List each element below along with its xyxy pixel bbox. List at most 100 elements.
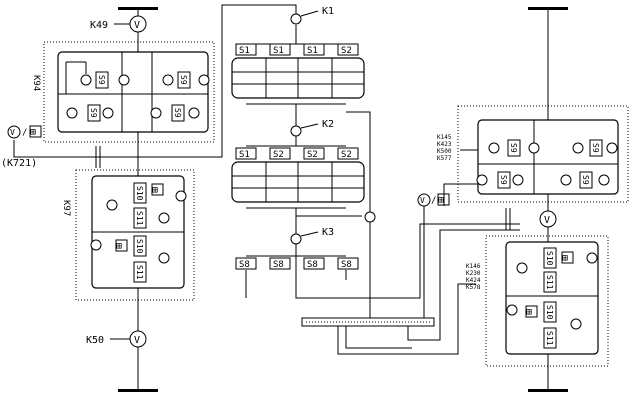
k3-pump-icon bbox=[290, 233, 302, 245]
rl-s10-block-1 bbox=[543, 247, 557, 269]
k49-label: K49 bbox=[90, 20, 108, 31]
k2-label: K2 bbox=[322, 119, 334, 130]
k97-plus-icon-1: ⊞ bbox=[152, 185, 158, 196]
ru-small-pump-7-icon bbox=[560, 174, 572, 186]
left-bottom-bar bbox=[118, 389, 158, 392]
k97-group: K97 S10 ⊞ S11 ⊞ S10 S11 bbox=[61, 169, 195, 301]
k97-s11-block-2 bbox=[133, 261, 147, 283]
right-upper-ref-2: K423 bbox=[437, 141, 452, 148]
right-upper-ref-1: K145 bbox=[437, 134, 452, 141]
k1-s2-label: S2 bbox=[341, 46, 352, 56]
k3-s8-block-2 bbox=[269, 257, 291, 270]
rl-plus-icon-2: ⊞ bbox=[526, 307, 532, 318]
k94-s9-block-1 bbox=[95, 71, 109, 89]
k1-s2-block bbox=[337, 43, 359, 56]
k50-pump: K50 V bbox=[86, 330, 147, 348]
ru-small-pump-8-icon bbox=[598, 174, 610, 186]
k1-label: K1 bbox=[322, 6, 334, 17]
k94-s9-block-4 bbox=[171, 104, 185, 122]
right-lower-dotted-frame bbox=[485, 235, 609, 367]
center-plus-icon: ⊞ bbox=[438, 195, 444, 206]
rl-s11-block-1 bbox=[543, 271, 557, 293]
k94-label: K94 bbox=[31, 75, 41, 91]
center-slash: / bbox=[431, 196, 436, 206]
ru-s9-block-4 bbox=[579, 171, 593, 189]
center-pump-plus: V / ⊞ bbox=[417, 183, 478, 318]
k3-s8-label-2: S8 bbox=[273, 260, 284, 270]
ru-s9-label-1: S9 bbox=[509, 143, 518, 153]
collector-manifold bbox=[301, 229, 520, 355]
right-main-pump-symbol: V bbox=[544, 215, 550, 226]
k2-s2-block-2 bbox=[303, 147, 325, 160]
k2-s2-block-3 bbox=[337, 147, 359, 160]
k94-s9-label-1: S9 bbox=[97, 75, 106, 85]
k94-s9-block-2 bbox=[177, 71, 191, 89]
k2-s2-label-3: S2 bbox=[341, 150, 352, 160]
k3-s8-block-3 bbox=[303, 257, 325, 270]
k97-small-pump-4-icon bbox=[90, 239, 102, 251]
k721-plus-icon: ⊞ bbox=[30, 127, 36, 138]
k94-s9-label-4: S9 bbox=[173, 108, 182, 118]
k94-small-pump-1-icon bbox=[80, 74, 92, 86]
k94-small-pump-8-icon bbox=[188, 107, 200, 119]
k1-s1-label-2: S1 bbox=[273, 46, 284, 56]
k1-s1-label-1: S1 bbox=[239, 46, 250, 56]
k94-s9-label-3: S9 bbox=[89, 108, 98, 118]
k1-pump-icon bbox=[290, 13, 302, 25]
rl-plus-box-1 bbox=[561, 251, 574, 264]
k97-plus-box-1 bbox=[151, 183, 164, 196]
k721-pump-icon bbox=[7, 125, 21, 139]
k94-small-pump-4-icon bbox=[198, 74, 210, 86]
k97-small-pump-5-icon bbox=[158, 252, 170, 264]
k97-s11-label-2: S11 bbox=[135, 265, 144, 280]
k721-inlet: V / ⊞ (K721) bbox=[1, 125, 138, 169]
k721-slash: / bbox=[22, 128, 27, 138]
k97-small-pump-2-icon bbox=[175, 190, 187, 202]
k50-pump-icon bbox=[129, 330, 147, 348]
k97-s11-label-1: S11 bbox=[135, 211, 144, 226]
rl-s11-label-2: S11 bbox=[545, 331, 554, 346]
ru-s9-block-1 bbox=[507, 139, 521, 157]
ru-s9-label-2: S9 bbox=[591, 143, 600, 153]
center-pump-symbol: V bbox=[420, 196, 425, 205]
right-upper-ref-3: K500 bbox=[437, 148, 452, 155]
k3-stage: K3 S8 S8 S8 S8 bbox=[235, 223, 520, 299]
ru-s9-label-3: S9 bbox=[499, 175, 508, 185]
right-lower-ref-4: K578 bbox=[466, 284, 481, 291]
ru-small-pump-3-icon bbox=[572, 142, 584, 154]
k3-s8-label-1: S8 bbox=[239, 260, 250, 270]
k3-label: K3 bbox=[322, 227, 334, 238]
k94-dotted-frame bbox=[43, 41, 215, 143]
k97-s10-label-2: S10 bbox=[135, 239, 144, 254]
k97-s10-label-1: S10 bbox=[135, 186, 144, 201]
k721-label: (K721) bbox=[1, 158, 37, 169]
k97-small-pump-3-icon bbox=[158, 212, 170, 224]
k2-s1-block bbox=[235, 147, 257, 160]
k2-side-pump bbox=[346, 111, 376, 318]
rl-s10-label-1: S10 bbox=[545, 251, 554, 266]
rl-plus-icon-1: ⊞ bbox=[562, 253, 568, 264]
ru-small-pump-4-icon bbox=[606, 142, 618, 154]
right-upper-ref-4: K577 bbox=[437, 155, 452, 162]
k94-small-pump-5-icon bbox=[66, 107, 78, 119]
k49-pump-symbol: V bbox=[134, 20, 140, 31]
right-top-bar bbox=[528, 7, 568, 10]
k94-small-pump-3-icon bbox=[162, 74, 174, 86]
k50-label: K50 bbox=[86, 335, 104, 346]
right-upper-dotted-frame bbox=[457, 105, 629, 203]
k97-s10-block-1 bbox=[133, 182, 147, 204]
k97-plus-box-2 bbox=[115, 239, 128, 252]
rl-s11-block-2 bbox=[543, 327, 557, 349]
right-lower-ref-2: K230 bbox=[466, 270, 481, 277]
k97-small-pump-1-icon bbox=[106, 199, 118, 211]
right-upper-group: K145 K423 K500 K577 S9 S9 S9 S9 bbox=[437, 105, 629, 203]
k1-stage: K1 S1 S1 S1 S2 bbox=[231, 6, 365, 126]
rl-plus-box-2 bbox=[525, 305, 538, 318]
k2-s1-label: S1 bbox=[239, 150, 250, 160]
k2-stage: K2 S1 S2 S2 S2 bbox=[231, 119, 365, 234]
k49-pump: K49 V bbox=[90, 15, 147, 33]
k94-group: K94 S9 S9 S9 S9 bbox=[31, 41, 215, 143]
k2-s2-label-1: S2 bbox=[273, 150, 284, 160]
k94-frame bbox=[57, 51, 209, 133]
